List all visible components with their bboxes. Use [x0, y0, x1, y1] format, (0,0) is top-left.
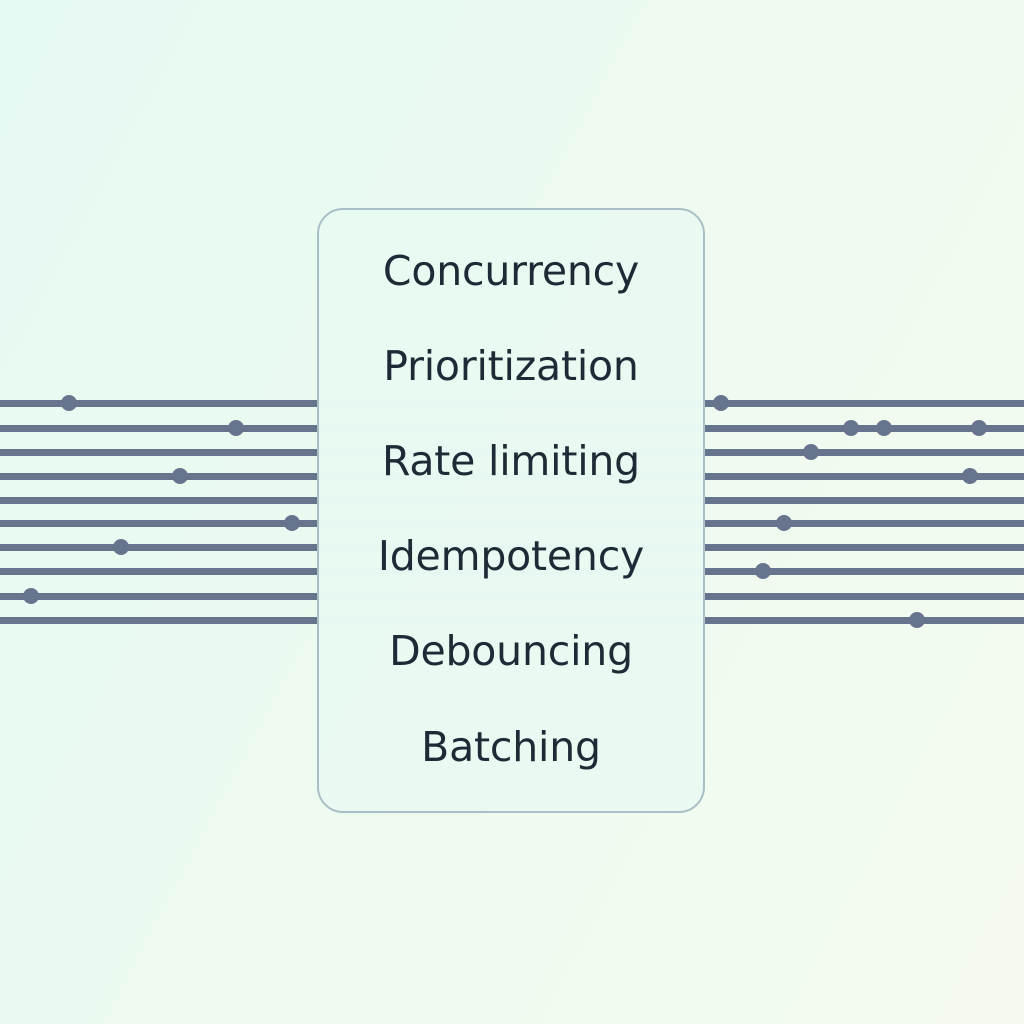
track-dot-left-7-1: [113, 539, 129, 555]
track-dot-right-2-2: [876, 420, 892, 436]
track-dot-right-1-1: [713, 395, 729, 411]
track-dot-right-8-1: [755, 563, 771, 579]
card-item-rate-limiting[interactable]: Rate limiting: [381, 437, 641, 486]
track-dot-left-1-1: [61, 395, 77, 411]
track-dot-right-2-1: [843, 420, 859, 436]
card-item-idempotency[interactable]: Idempotency: [377, 532, 645, 581]
card-item-debouncing[interactable]: Debouncing: [389, 627, 633, 676]
track-dot-right-6-1: [776, 515, 792, 531]
track-dot-left-6-1: [284, 515, 300, 531]
track-line-right-3: [705, 448, 1024, 456]
track-line-right-5: [705, 496, 1024, 504]
track-line-right-6: [705, 519, 1024, 527]
track-line-right-1: [705, 399, 1024, 407]
track-line-right-8: [705, 567, 1024, 575]
track-line-left-9: [0, 592, 317, 600]
track-line-left-5: [0, 496, 317, 504]
track-line-right-9: [705, 592, 1024, 600]
card-item-prioritization[interactable]: Prioritization: [383, 342, 639, 391]
track-line-left-4: [0, 472, 317, 480]
track-dot-right-2-3: [971, 420, 987, 436]
track-line-right-7: [705, 543, 1024, 551]
track-dot-left-4-1: [172, 468, 188, 484]
track-line-left-6: [0, 519, 317, 527]
track-line-left-7: [0, 543, 317, 551]
track-line-right-10: [705, 616, 1024, 624]
track-line-left-1: [0, 399, 317, 407]
track-dot-right-10-1: [909, 612, 925, 628]
track-line-left-3: [0, 448, 317, 456]
card-item-concurrency[interactable]: Concurrency: [382, 247, 640, 295]
track-line-left-8: [0, 567, 317, 575]
track-dot-right-3-1: [803, 444, 819, 460]
track-line-left-10: [0, 616, 317, 624]
track-line-left-2: [0, 424, 317, 432]
track-line-right-2: [705, 424, 1024, 432]
track-dot-left-2-1: [228, 420, 244, 436]
card-item-batching[interactable]: Batching: [421, 722, 601, 771]
track-dot-right-4-1: [962, 468, 978, 484]
concept-card[interactable]: Concurrency Prioritization Rate limiting…: [317, 208, 705, 813]
track-line-right-4: [705, 472, 1024, 480]
track-dot-left-9-1: [23, 588, 39, 604]
